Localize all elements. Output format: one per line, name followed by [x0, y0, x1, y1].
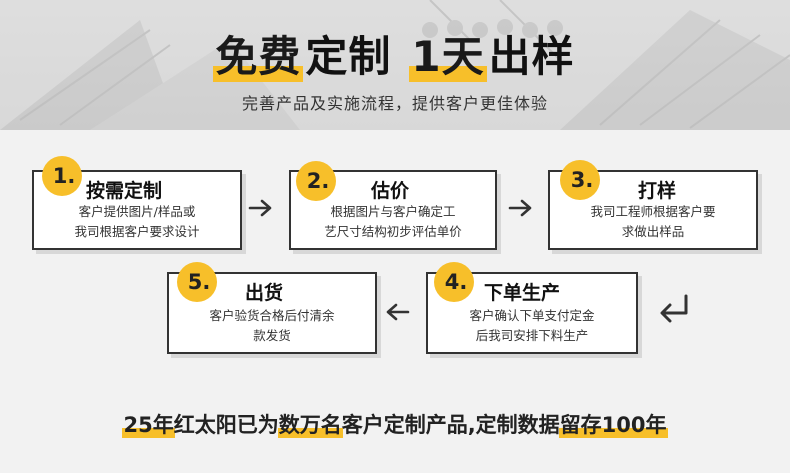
- step-title: 下单生产: [484, 282, 561, 304]
- title-one-day: 1天: [409, 32, 487, 82]
- factory-background-image: [0, 0, 790, 130]
- step-title: 打样: [638, 180, 677, 202]
- slogan-highlight: [277, 428, 343, 438]
- title-free: 免费: [213, 32, 304, 82]
- slogan-highlight: [122, 428, 175, 438]
- step-title: 出货: [245, 282, 284, 304]
- slogan-brand: 红太阳已为: [173, 413, 279, 437]
- arrow-left-icon: [386, 303, 410, 321]
- step-title: 估价: [371, 180, 410, 202]
- slogan-years: 25年: [122, 413, 175, 438]
- slogan-retention: 留存100年: [558, 413, 668, 438]
- title-highlight: [409, 66, 487, 82]
- return-arrow-icon: [660, 294, 688, 323]
- slogan-count: 数万名: [277, 413, 343, 438]
- step-number-badge: 4.: [434, 262, 474, 302]
- step-description: 我司工程师根据客户要 求做出样品: [590, 204, 716, 239]
- slogan-middle: 客户定制产品,定制数据: [341, 413, 560, 437]
- step-description: 客户验货合格后付清余 款发货: [209, 308, 335, 343]
- step-number-badge: 1.: [42, 156, 82, 196]
- step-number-badge: 3.: [560, 160, 600, 200]
- subtitle: 完善产品及实施流程，提供客户更佳体验: [241, 94, 548, 113]
- arrow-right-icon: [248, 199, 272, 217]
- step-description: 根据图片与客户确定工 艺尺寸结构初步评估单价: [324, 204, 462, 239]
- step-title: 按需定制: [86, 180, 163, 202]
- step-number-badge: 2.: [296, 161, 336, 201]
- main-title: 免费 定制 1天 出样: [0, 22, 790, 82]
- title-custom: 定制: [305, 32, 392, 81]
- header-banner: 免费 定制 1天 出样 完善产品及实施流程，提供客户更佳体验: [0, 0, 790, 130]
- arrow-right-icon: [508, 199, 532, 217]
- title-highlight: [213, 66, 304, 82]
- step-number-badge: 5.: [177, 262, 217, 302]
- step-description: 客户确认下单支付定金 后我司安排下料生产: [469, 308, 595, 343]
- slogan-highlight: [558, 428, 668, 438]
- title-sample: 出样: [488, 32, 575, 81]
- step-description: 客户提供图片/样品或 我司根据客户要求设计: [74, 204, 200, 239]
- bottom-slogan: 25年 红太阳已为 数万名 客户定制产品,定制数据 留存100年: [0, 404, 790, 444]
